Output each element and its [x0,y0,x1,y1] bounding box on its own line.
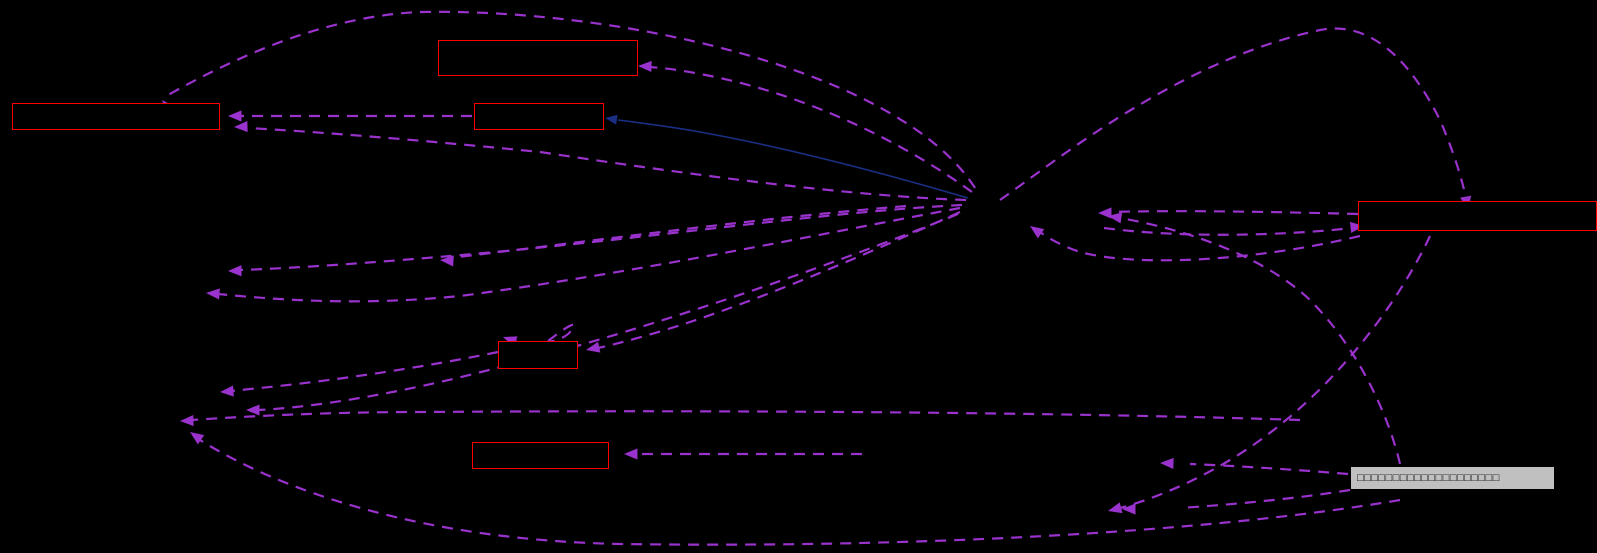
graph-edge [162,10,976,189]
graph-node-hidden [1090,455,1152,475]
graph-node[interactable] [474,103,604,130]
graph-edge [234,120,967,202]
graph-edge [1122,488,1351,515]
graph-node-hidden [150,260,212,280]
graph-edge [1160,457,1349,476]
graph-node-hidden [180,400,242,420]
arrowhead-icon [228,110,242,122]
graph-edge [1030,226,1361,262]
graph-edge [999,27,1472,210]
arrowhead-icon [1098,207,1112,219]
arrowhead-icon [180,414,194,427]
graph-edge [1108,212,1402,465]
arrowhead-icon [1030,226,1045,239]
graph-edge [246,212,959,416]
node-tooltip-label[interactable]: □□□□□□□□□□□□□□□□□□□□ [1350,466,1555,490]
arrowhead-icon [1108,502,1123,514]
graph-edge [624,448,862,460]
arrowhead-icon [246,404,260,416]
arrowhead-icon [440,255,454,267]
arrowhead-icon [1349,221,1364,233]
graph-node-hidden [160,382,222,402]
graph-node-hidden [150,283,212,303]
graph-edge [440,204,907,267]
graph-node[interactable] [12,103,220,130]
graph-node-hidden [1100,216,1158,236]
arrowhead-icon [1160,457,1174,470]
graph-node-hidden [1040,215,1098,235]
graph-edge [228,110,472,122]
arrowhead-icon [206,288,220,300]
graph-node-hidden [120,412,176,432]
graph-edge [1108,235,1431,514]
graph-edge [180,410,1301,427]
graph-edge [206,206,961,303]
graph-edge [1103,221,1364,236]
graph-node[interactable] [498,341,578,369]
arrowhead-icon [586,341,601,353]
arrowhead-icon [220,385,234,397]
graph-node[interactable] [472,442,609,469]
arrowhead-icon [190,432,205,445]
graph-node-hidden [964,192,1016,216]
graph-edge [190,432,1401,546]
arrowhead-icon [605,114,618,125]
graph-edge [220,350,499,397]
arrowhead-icon [228,265,242,277]
graph-node-hidden [800,450,862,470]
graph-node-hidden [1048,500,1110,520]
graph-node[interactable] [1358,201,1597,231]
graph-edge [586,210,961,353]
arrowhead-icon [1122,503,1136,515]
graph-edge [1098,207,1359,219]
arrowhead-icon [624,448,638,460]
arrowhead-icon [1108,212,1123,224]
graph-edge [638,60,973,193]
arrowhead-icon [638,60,652,73]
arrowhead-icon [234,120,248,133]
graph-node[interactable] [438,40,638,76]
graph-edge [605,114,969,199]
